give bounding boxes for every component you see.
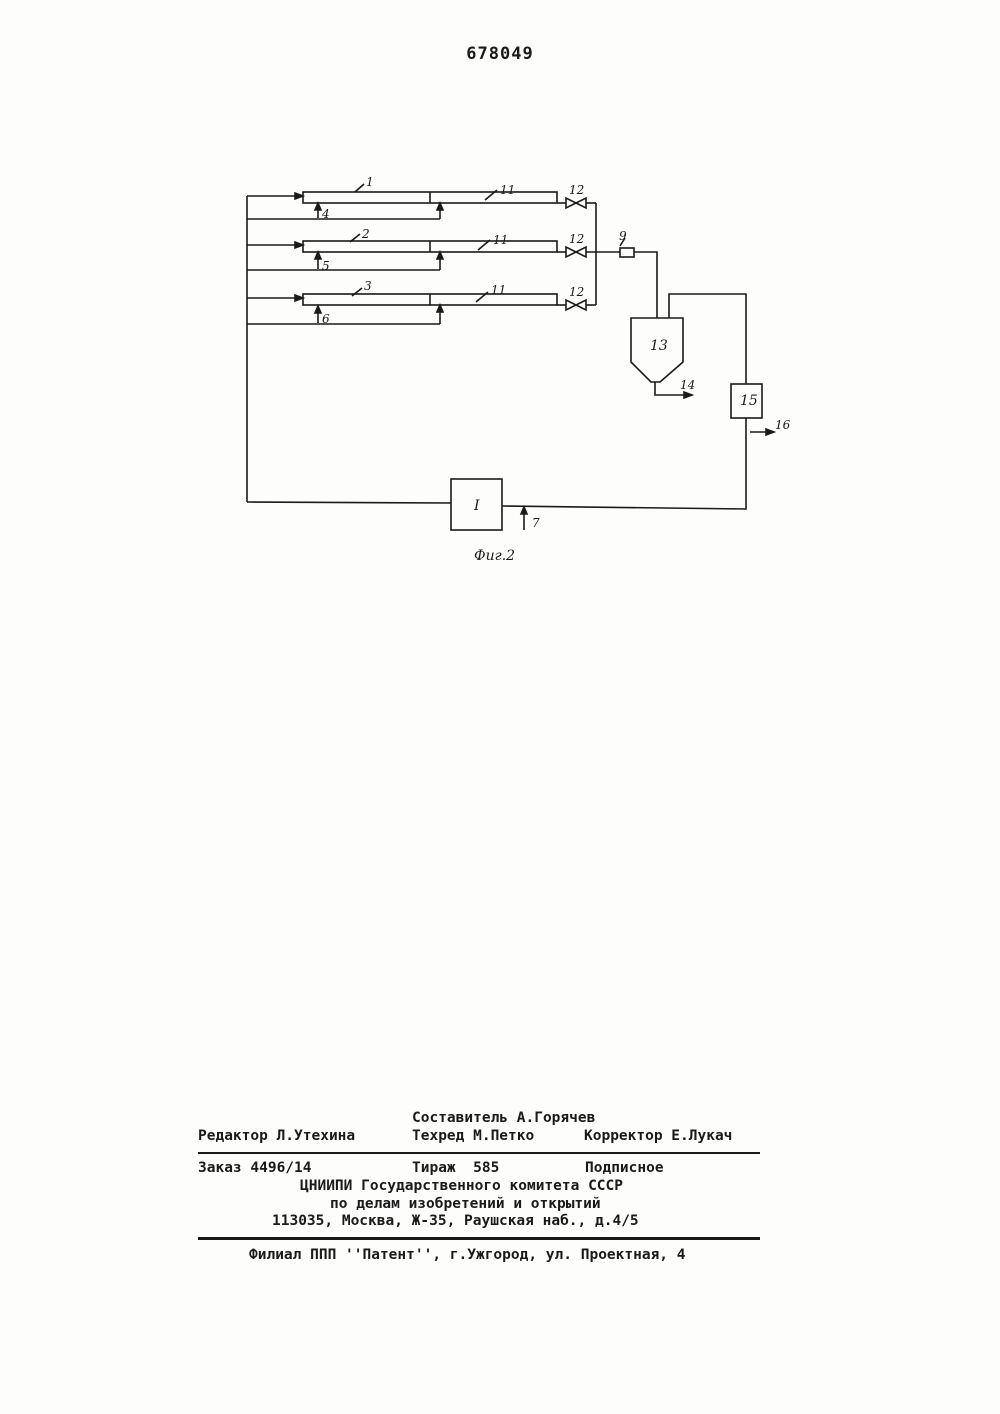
arrow-icon xyxy=(437,203,443,210)
branch: Филиал ППП ''Патент'', г.Ужгород, ул. Пр… xyxy=(249,1247,686,1263)
techred: Техред М.Петко xyxy=(412,1128,534,1144)
organization-line-2: по делам изобретений и открытий xyxy=(330,1196,601,1212)
tube-row-3: 3 6 11 12 xyxy=(247,279,596,326)
valve-label: 12 xyxy=(569,285,584,299)
pipe-9 xyxy=(620,248,634,257)
return-line xyxy=(247,502,451,503)
extension-label: 11 xyxy=(500,183,515,197)
tube-row-2: 2 5 11 12 xyxy=(247,227,620,273)
arrow-icon xyxy=(766,429,774,435)
line-to-separator xyxy=(634,252,657,318)
pipe-label: 9 xyxy=(619,229,627,243)
inlet-label: 6 xyxy=(322,312,330,326)
arrow-icon xyxy=(684,392,692,398)
subscription: Подписное xyxy=(585,1160,664,1176)
arrow-icon xyxy=(295,193,303,199)
compiler: Составитель А.Горячев xyxy=(412,1110,595,1126)
divider-bottom xyxy=(198,1237,760,1240)
arrow-icon xyxy=(437,252,443,259)
arrow-icon xyxy=(295,242,303,248)
unit-outlet-label: 16 xyxy=(775,418,791,432)
arrow-icon xyxy=(437,305,443,312)
arrow-icon xyxy=(521,507,527,514)
valve-label: 12 xyxy=(569,183,584,197)
leader xyxy=(355,184,364,192)
extension-label: 11 xyxy=(493,233,508,247)
valve-icon xyxy=(576,247,586,257)
corrector: Корректор Е.Лукач xyxy=(584,1128,732,1144)
process-flow-diagram: 1 4 11 12 2 5 11 12 xyxy=(0,0,1000,600)
valve-icon xyxy=(576,300,586,310)
tube-label: 2 xyxy=(361,227,370,241)
arrow-icon xyxy=(295,295,303,301)
inlet-label: 4 xyxy=(321,207,330,221)
extension-label: 11 xyxy=(491,283,506,297)
organization-line-1: ЦНИИПИ Государственного комитета СССР xyxy=(300,1178,623,1194)
arrow-icon xyxy=(315,252,321,259)
separator-outlet-label: 14 xyxy=(680,378,695,392)
address: 113035, Москва, Ж-35, Раушская наб., д.4… xyxy=(272,1213,639,1229)
editor: Редактор Л.Утехина xyxy=(198,1128,355,1144)
tube-label: 1 xyxy=(366,175,374,189)
arrow-icon xyxy=(315,203,321,210)
figure-caption: Фиг.2 xyxy=(474,548,515,564)
tube-row-1: 1 4 11 12 xyxy=(247,175,596,221)
compressor-label: I xyxy=(473,498,480,514)
separator-label: 13 xyxy=(650,338,668,354)
valve-icon xyxy=(576,198,586,208)
inlet-label: 5 xyxy=(322,259,330,273)
order: Заказ 4496/14 xyxy=(198,1160,312,1176)
valve-label: 12 xyxy=(569,232,584,246)
feed-label: 7 xyxy=(532,516,540,530)
unit-label: 15 xyxy=(740,393,758,409)
tube-label: 3 xyxy=(364,279,372,293)
gas-line xyxy=(669,294,746,384)
return-line xyxy=(502,418,746,509)
circulation: Тираж 585 xyxy=(412,1160,499,1176)
arrow-icon xyxy=(315,306,321,313)
divider-top xyxy=(198,1152,760,1154)
